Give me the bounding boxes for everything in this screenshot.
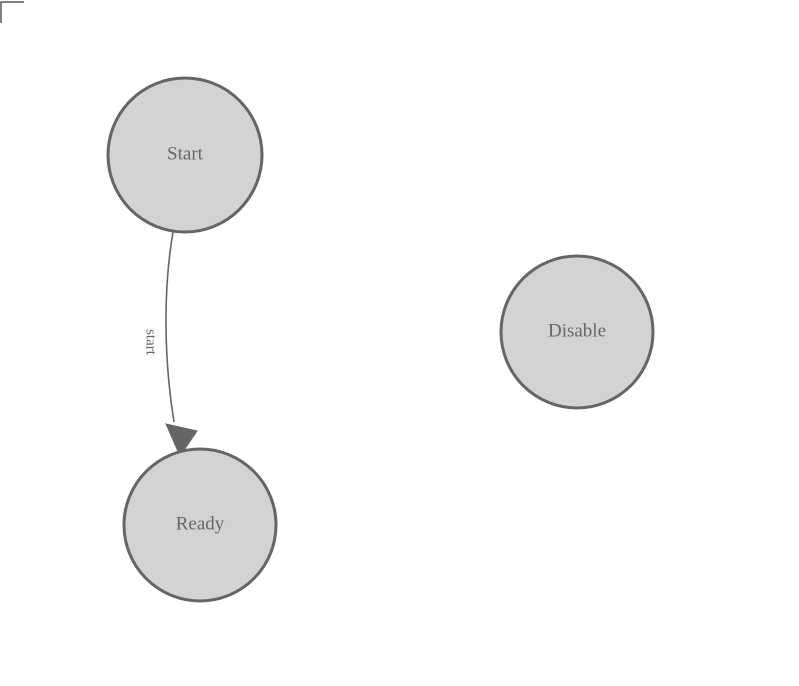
node-start-label: Start — [167, 143, 204, 164]
top-left-corner-mark-icon — [0, 1, 24, 23]
node-start[interactable]: Start — [106, 76, 264, 234]
node-start-circle[interactable] — [106, 76, 264, 234]
node-ready-label: Ready — [176, 513, 225, 534]
node-disable-label: Disable — [548, 320, 606, 341]
node-ready-circle[interactable] — [122, 447, 278, 603]
edge-line — [165, 231, 175, 423]
edge-start-to-ready[interactable]: start — [143, 231, 198, 458]
arrowhead-icon — [165, 423, 198, 458]
edge-label-start: start — [143, 329, 159, 356]
node-disable[interactable]: Disable — [499, 254, 655, 410]
node-disable-circle[interactable] — [499, 254, 655, 410]
node-ready[interactable]: Ready — [122, 447, 278, 603]
